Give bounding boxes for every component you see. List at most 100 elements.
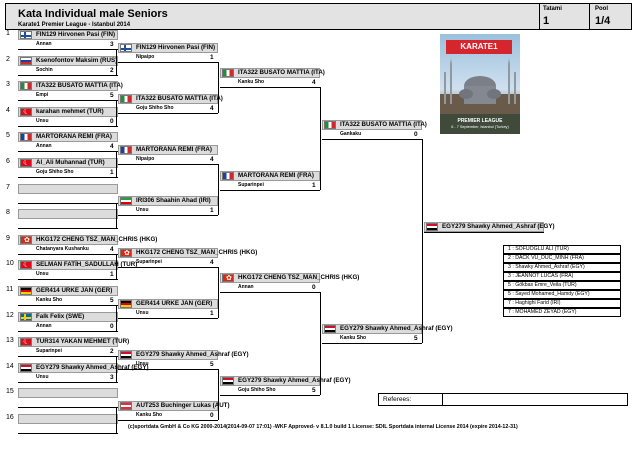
competitor-name: EGY279 Shawky Ahmed_Ashraf (EGY)	[238, 376, 351, 384]
flag-icon	[20, 235, 32, 244]
score: 1	[110, 271, 114, 279]
entry-bar	[118, 247, 218, 258]
bracket-line	[118, 61, 218, 63]
bracket-connector	[218, 164, 219, 216]
flag-icon	[120, 43, 132, 52]
tatami-label: Tatami	[543, 6, 562, 12]
competitor-name: HKG172 CHENG TSZ_MAN_CHRIS (HKG)	[238, 274, 360, 282]
entry-bar	[18, 286, 118, 296]
score: 0	[414, 130, 418, 138]
kata-name: Kanku Sho	[136, 412, 163, 419]
competitor-name: Falk Felix (SWE)	[36, 312, 85, 320]
row-number: 14	[6, 362, 14, 370]
kata-name: Chatanyara Kushanku	[36, 245, 89, 252]
flag-icon	[222, 171, 234, 180]
score: 5	[110, 92, 114, 100]
bracket-line	[18, 381, 118, 383]
entry-bar	[220, 273, 320, 284]
bracket-connector	[116, 151, 117, 177]
bracket-connector	[116, 253, 117, 280]
header-box: Kata Individual male Seniors Karate1 Pre…	[5, 3, 632, 30]
kata-name: Gankaku	[340, 130, 362, 137]
flag-icon	[20, 312, 32, 321]
kata-name: Unsu	[136, 207, 149, 214]
bracket-line	[220, 394, 320, 396]
kata-name: Unsu	[36, 373, 49, 380]
page-title: Kata Individual male Seniors	[18, 8, 168, 20]
score: 3	[110, 41, 114, 48]
bracket-line	[18, 177, 118, 178]
competitor-name: MARTORANA REMI (FRA)	[136, 146, 212, 154]
entry-bar	[18, 362, 118, 373]
kata-name: Suparinpei	[136, 258, 162, 265]
header-divider	[589, 4, 590, 29]
row-number: 15	[6, 388, 14, 396]
karate1-logo: KARATE1	[446, 40, 512, 54]
bracket-line	[118, 369, 218, 370]
score: 0	[312, 284, 316, 292]
entry-bar	[18, 260, 118, 271]
poster-league: PREMIER LEAGUE	[457, 118, 503, 124]
row-number: 12	[6, 311, 14, 319]
result-row: 2 : DACK VU_DUC_MINH (FRA)	[503, 254, 621, 263]
score: 4	[110, 245, 114, 253]
entry-bar	[18, 30, 118, 40]
flag-icon	[120, 351, 132, 359]
entry-bar	[118, 401, 218, 412]
flag-icon	[120, 402, 132, 411]
flag-icon	[120, 146, 132, 155]
kata-name: Suparinpei	[36, 348, 62, 355]
bracket-line	[18, 330, 118, 332]
bracket-line	[18, 305, 118, 306]
flag-icon	[120, 197, 132, 206]
kata-name: Unsu	[136, 309, 149, 316]
flag-icon	[20, 159, 32, 167]
competitor-name: TUR314 YAKAN MEHMET (TUR)	[36, 338, 130, 346]
score: 1	[210, 207, 214, 215]
competitor-name: HKG172 CHENG TSZ_MAN_CHRIS (HKG)	[136, 248, 258, 256]
pool-value: 1/4	[595, 15, 611, 27]
entry-bar	[18, 209, 118, 220]
bracket-line	[18, 253, 118, 255]
flag-icon	[20, 56, 32, 65]
kata-name: Empi	[36, 92, 49, 99]
flag-icon	[222, 274, 234, 283]
flag-icon	[324, 120, 336, 129]
bracket-connector	[422, 138, 423, 344]
bracket-connector	[116, 202, 117, 229]
row-number: 7	[6, 183, 10, 191]
entry-bar	[220, 375, 320, 386]
competitor-name: SELMAN FATİH_SADULLAH (TUR)	[36, 261, 138, 269]
pool-label: Pool	[595, 6, 608, 12]
bracket-connector	[218, 369, 219, 421]
competitor-name: MARTORANA REMI (FRA)	[238, 171, 314, 179]
entry-bar	[18, 106, 118, 117]
score: 4	[210, 156, 214, 164]
competitor-name: FIN129 Hirvonen Pasi (FIN)	[136, 43, 216, 51]
kata-name: Sochin	[36, 66, 53, 73]
entry-bar	[322, 119, 422, 130]
flag-icon	[20, 82, 32, 91]
result-row: 7 : Haghighi Farid (IRI)	[503, 299, 621, 308]
bracket-line	[220, 189, 320, 191]
winner-name: EGY279 Shawky Ahmed_Ashraf (EGY)	[442, 223, 555, 230]
bracket-connector	[218, 266, 219, 318]
row-number: 16	[6, 414, 14, 421]
bracket-line	[118, 113, 218, 114]
bracket-line	[322, 343, 422, 345]
winner-bar	[424, 222, 544, 232]
bracket-connector	[116, 305, 117, 331]
bracket-line	[118, 317, 218, 319]
competitor-name: ITA322 BUSATO MATTIA (ITA)	[36, 82, 123, 90]
kata-name: Unsu	[36, 117, 49, 124]
row-number: 5	[6, 132, 10, 140]
flag-icon	[222, 376, 234, 385]
kata-name: Annan	[36, 322, 52, 329]
row-number: 2	[6, 55, 10, 63]
result-row: 3 : JEANNOT LUCAS (FRA)	[503, 272, 621, 281]
kata-name: Goju Shiho Sho	[238, 386, 276, 393]
score: 2	[110, 348, 114, 356]
score: 4	[312, 79, 316, 87]
entry-bar	[18, 388, 118, 399]
referees-divider	[442, 394, 443, 405]
